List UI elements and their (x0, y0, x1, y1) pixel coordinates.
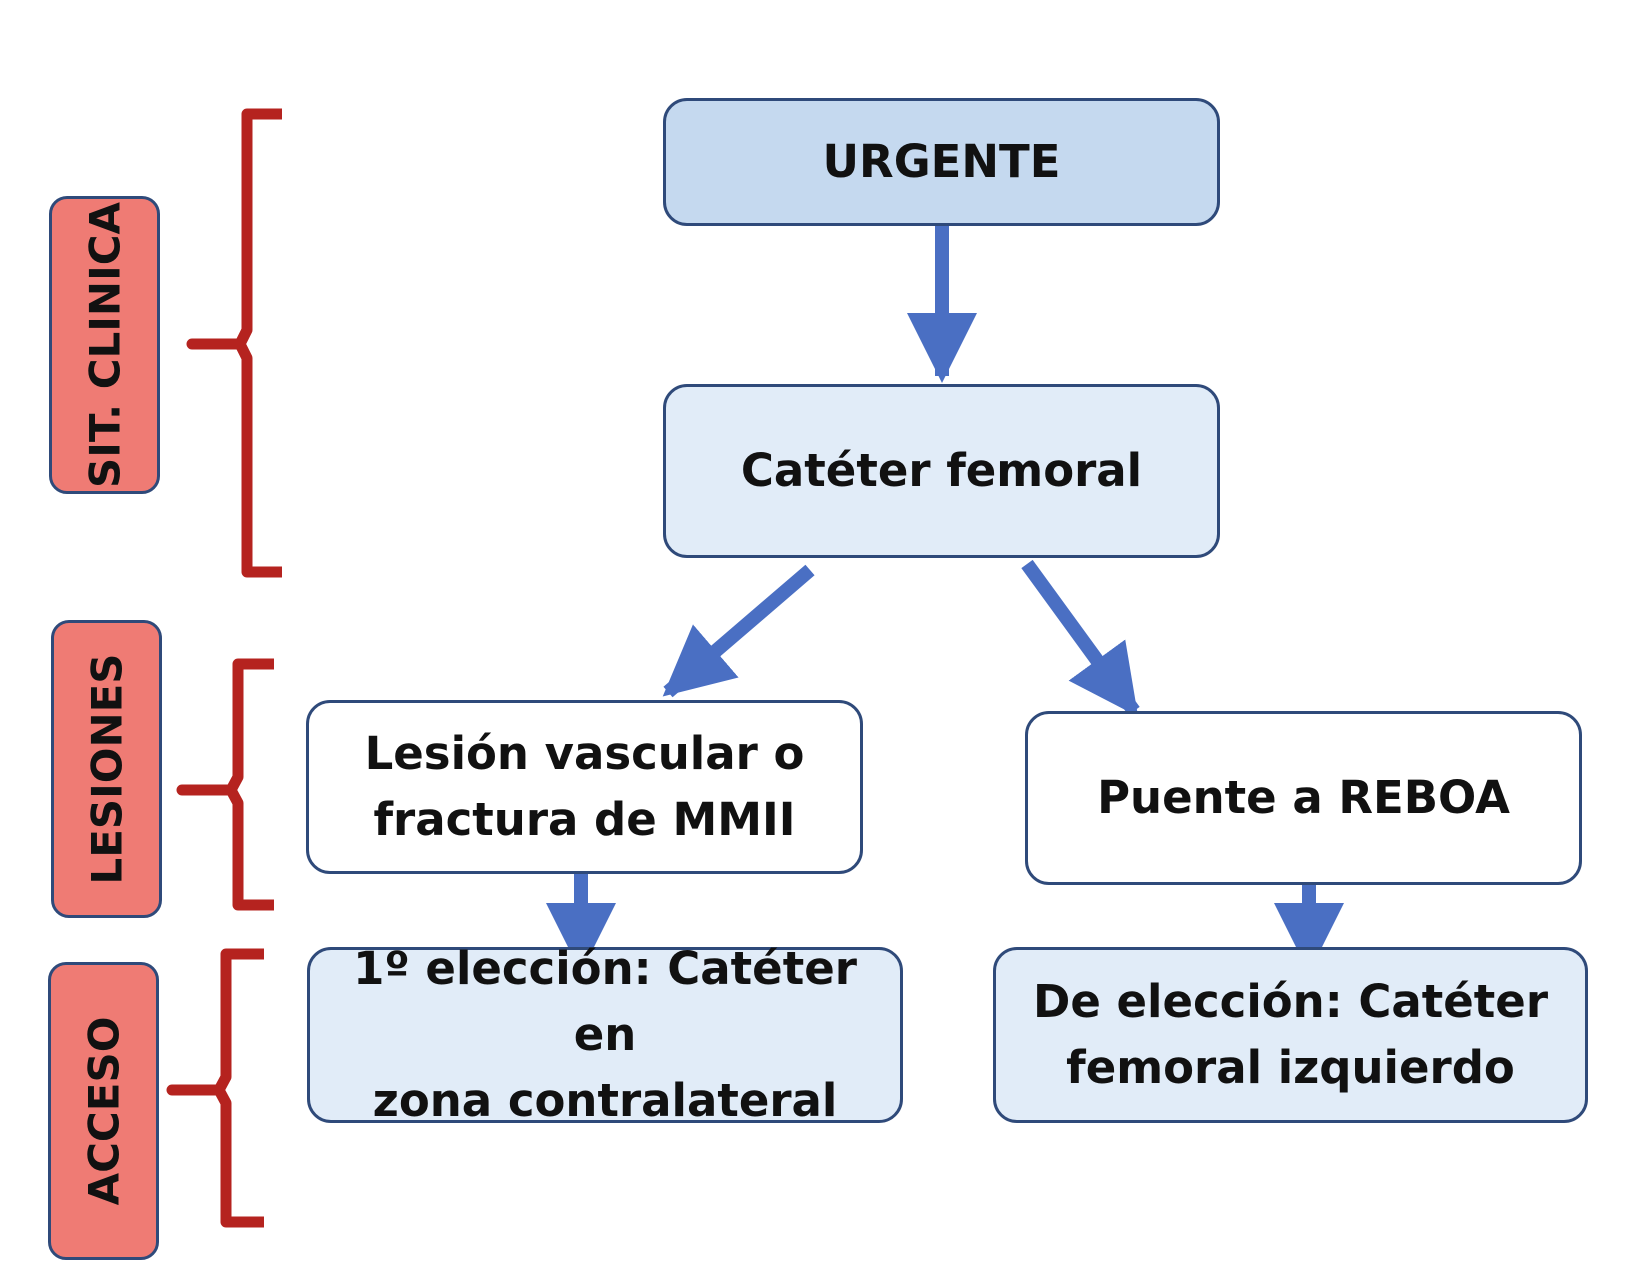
node-reboa-text: Puente a REBOA (1097, 771, 1510, 824)
node-choice-line-2: femoral izquierdo (1066, 1041, 1515, 1094)
side-label-lesions: LESIONES (51, 620, 162, 918)
node-reboa: Puente a REBOA (1025, 711, 1582, 885)
node-first-choice-line-1: 1º elección: Catéter en (353, 942, 857, 1061)
node-urgent: URGENTE (663, 98, 1220, 226)
node-choice: De elección: Catéter femoral izquierdo (993, 947, 1588, 1123)
node-lesion: Lesión vascular o fractura de MMII (306, 700, 863, 874)
node-femoral-catheter: Catéter femoral (663, 384, 1220, 558)
node-urgent-text: URGENTE (822, 135, 1061, 188)
node-first-choice-line-2: zona contralateral (372, 1074, 838, 1127)
side-label-clinical: SIT. CLINICA (49, 196, 160, 494)
arrow-femoral-to-reboa (1021, 559, 1140, 717)
bracket-access (166, 948, 264, 1228)
node-femoral-catheter-text: Catéter femoral (740, 444, 1143, 497)
node-lesion-line-1: Lesión vascular o (364, 727, 805, 780)
node-lesion-line-2: fractura de MMII (373, 793, 796, 846)
bracket-lesions (176, 658, 274, 911)
node-choice-line-1: De elección: Catéter (1032, 975, 1549, 1028)
side-label-access: ACCESO (48, 962, 159, 1260)
node-first-choice: 1º elección: Catéter en zona contralater… (307, 942, 903, 1127)
arrow-femoral-to-lesion (662, 564, 815, 698)
bracket-clinical (186, 108, 282, 578)
